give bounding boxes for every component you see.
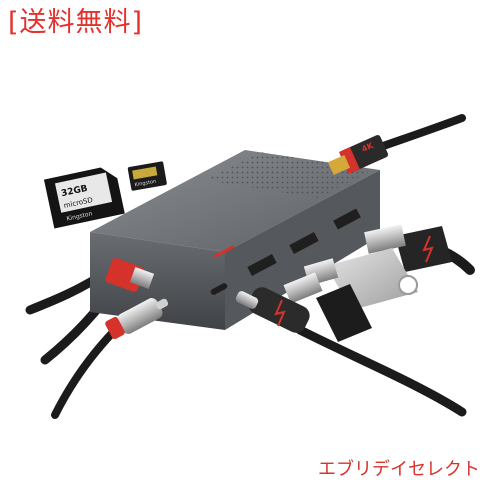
hub-ports bbox=[210, 208, 361, 295]
typec-plug-bottom bbox=[248, 287, 310, 333]
lightning-mark-usb bbox=[422, 235, 434, 263]
usb-plug-metal bbox=[129, 267, 155, 289]
usb-a-port-3 bbox=[333, 208, 361, 230]
hub-front-face bbox=[90, 232, 225, 330]
typec-plug-red-ring bbox=[105, 316, 125, 340]
typec-cable-bottom bbox=[235, 287, 467, 417]
usb-a-port-2 bbox=[289, 232, 319, 254]
hdmi-metal-tip bbox=[327, 154, 351, 176]
microsd-brand: Kingston bbox=[134, 179, 157, 189]
typec-tip bbox=[155, 298, 169, 310]
typec-plug-metal bbox=[117, 298, 163, 334]
lightning-mark-typec bbox=[274, 299, 286, 327]
hdmi-plug-red-band bbox=[339, 147, 360, 174]
hub-status-led bbox=[213, 244, 235, 258]
usb-a-plug-metal bbox=[364, 224, 406, 254]
typec-plug-bottom-metal bbox=[235, 291, 259, 309]
usb-a-port-1 bbox=[247, 254, 277, 276]
plugged-connectors bbox=[105, 258, 169, 340]
microsd-card: Kingston bbox=[127, 161, 167, 191]
hdmi-cable: 4K bbox=[327, 114, 466, 176]
shop-name: エブリデイセレクト bbox=[318, 459, 480, 480]
usb-dongle-black bbox=[283, 272, 372, 342]
usb-a-cable bbox=[364, 224, 475, 275]
typec-port bbox=[210, 283, 228, 295]
sd-card: 32GB microSD Kingston bbox=[43, 167, 125, 229]
usb-c-hub bbox=[90, 150, 380, 330]
free-shipping-banner: [送料無料] bbox=[8, 7, 144, 38]
